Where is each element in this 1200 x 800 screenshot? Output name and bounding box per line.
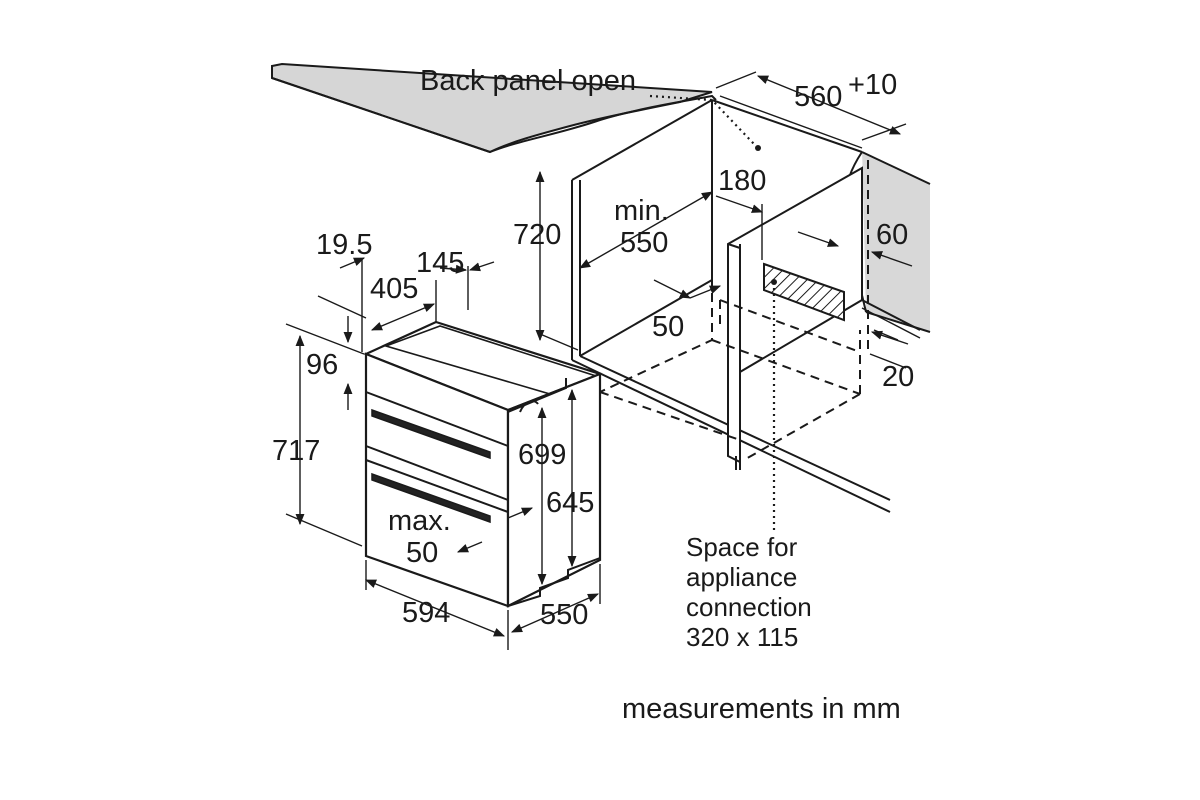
oven-height-645-label: 645 xyxy=(546,487,594,519)
connection-label-1: Space for xyxy=(686,532,798,562)
oven-depth-label: 550 xyxy=(540,599,588,631)
connection-label-4: 320 x 115 xyxy=(686,622,798,652)
oven-width-label: 594 xyxy=(402,597,450,629)
max-label-2: 50 xyxy=(406,537,438,569)
rear-gap-label: 180 xyxy=(718,165,766,197)
front-offset-label: 50 xyxy=(652,311,684,343)
niche-width-tolerance-label: +10 xyxy=(848,69,897,101)
dimension-lines xyxy=(285,71,913,650)
worktop xyxy=(271,62,717,154)
niche-height-label: 720 xyxy=(513,219,561,251)
back-panel-label: Back panel open xyxy=(420,65,636,97)
bottom-gap-label: 20 xyxy=(882,361,914,393)
oven-top-offset-label: 19.5 xyxy=(316,229,372,261)
connection-label-2: appliance xyxy=(686,562,797,592)
side-offset-label: 60 xyxy=(876,219,908,251)
max-label-1: max. xyxy=(388,505,451,537)
oven-height-699-label: 699 xyxy=(518,439,566,471)
oven-gap-96-label: 96 xyxy=(306,349,338,381)
units-note: measurements in mm xyxy=(622,693,901,725)
oven-total-height-label: 717 xyxy=(272,435,320,467)
niche-width-label: 560 xyxy=(794,81,842,113)
oven-depth-a-label: 405 xyxy=(370,273,418,305)
niche-carcass xyxy=(571,94,921,530)
min-depth-label-2: 550 xyxy=(620,227,668,259)
upper-handle-icon xyxy=(371,408,491,460)
connection-label-3: connection xyxy=(686,592,812,622)
oven-unit xyxy=(363,320,604,608)
oven-depth-b-label: 145 xyxy=(416,247,464,279)
min-depth-label-1: min. xyxy=(614,195,669,227)
lower-handle-icon xyxy=(371,472,491,524)
